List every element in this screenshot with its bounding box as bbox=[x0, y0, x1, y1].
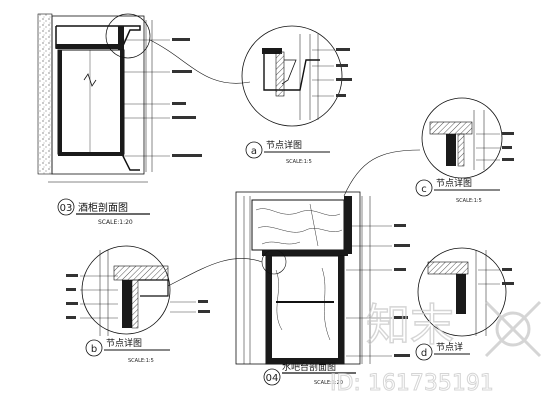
detail-b-scale: SCALE:1:5 bbox=[128, 358, 154, 364]
watermark: 知末 ID: 161735191 bbox=[330, 299, 542, 397]
section-04-title: 04 水吧台剖面图 SCALE:1:20 bbox=[263, 361, 356, 386]
detail-a-marker: a bbox=[251, 146, 257, 157]
detail-b-marker: b bbox=[91, 344, 97, 355]
detail-a-title-text: 节点详图 bbox=[266, 139, 302, 151]
section-04-scale: SCALE:1:20 bbox=[314, 380, 343, 386]
detail-d-marker: d bbox=[421, 348, 427, 359]
section-04-number: 04 bbox=[266, 373, 279, 384]
section-04-drawing bbox=[167, 191, 410, 365]
detail-d-title: d 节点详 bbox=[415, 341, 470, 361]
detail-b-drawing bbox=[66, 245, 210, 336]
detail-b-title-text: 节点详图 bbox=[106, 337, 142, 349]
detail-c-title: c 节点详图 SCALE:1:5 bbox=[415, 177, 500, 204]
section-03-drawing bbox=[37, 13, 251, 183]
detail-a-title: a 节点详图 SCALE:1:5 bbox=[245, 139, 330, 165]
section-03-title-text: 酒柜剖面图 bbox=[78, 201, 128, 214]
wall-hatch bbox=[37, 13, 53, 175]
detail-c-scale: SCALE:1:5 bbox=[456, 198, 482, 204]
section-03-number: 03 bbox=[60, 203, 73, 214]
watermark-site-text: 知末 bbox=[366, 300, 454, 351]
detail-c-drawing bbox=[343, 97, 514, 197]
detail-a-scale: SCALE:1:5 bbox=[286, 159, 312, 165]
section-03-scale: SCALE:1:20 bbox=[98, 219, 133, 226]
detail-a-drawing bbox=[241, 25, 352, 127]
section-04-title-text: 水吧台剖面图 bbox=[282, 361, 336, 373]
detail-c-title-text: 节点详图 bbox=[436, 177, 472, 189]
watermark-id-text: ID: 161735191 bbox=[330, 371, 494, 396]
detail-c-marker: c bbox=[421, 184, 427, 195]
detail-b-title: b 节点详图 SCALE:1:5 bbox=[85, 337, 170, 364]
detail-d-title-text: 节点详 bbox=[436, 341, 463, 353]
watermark-logo bbox=[484, 300, 542, 358]
detail-d-drawing bbox=[417, 247, 514, 337]
section-03-title: 03 酒柜剖面图 SCALE:1:20 bbox=[57, 198, 150, 226]
